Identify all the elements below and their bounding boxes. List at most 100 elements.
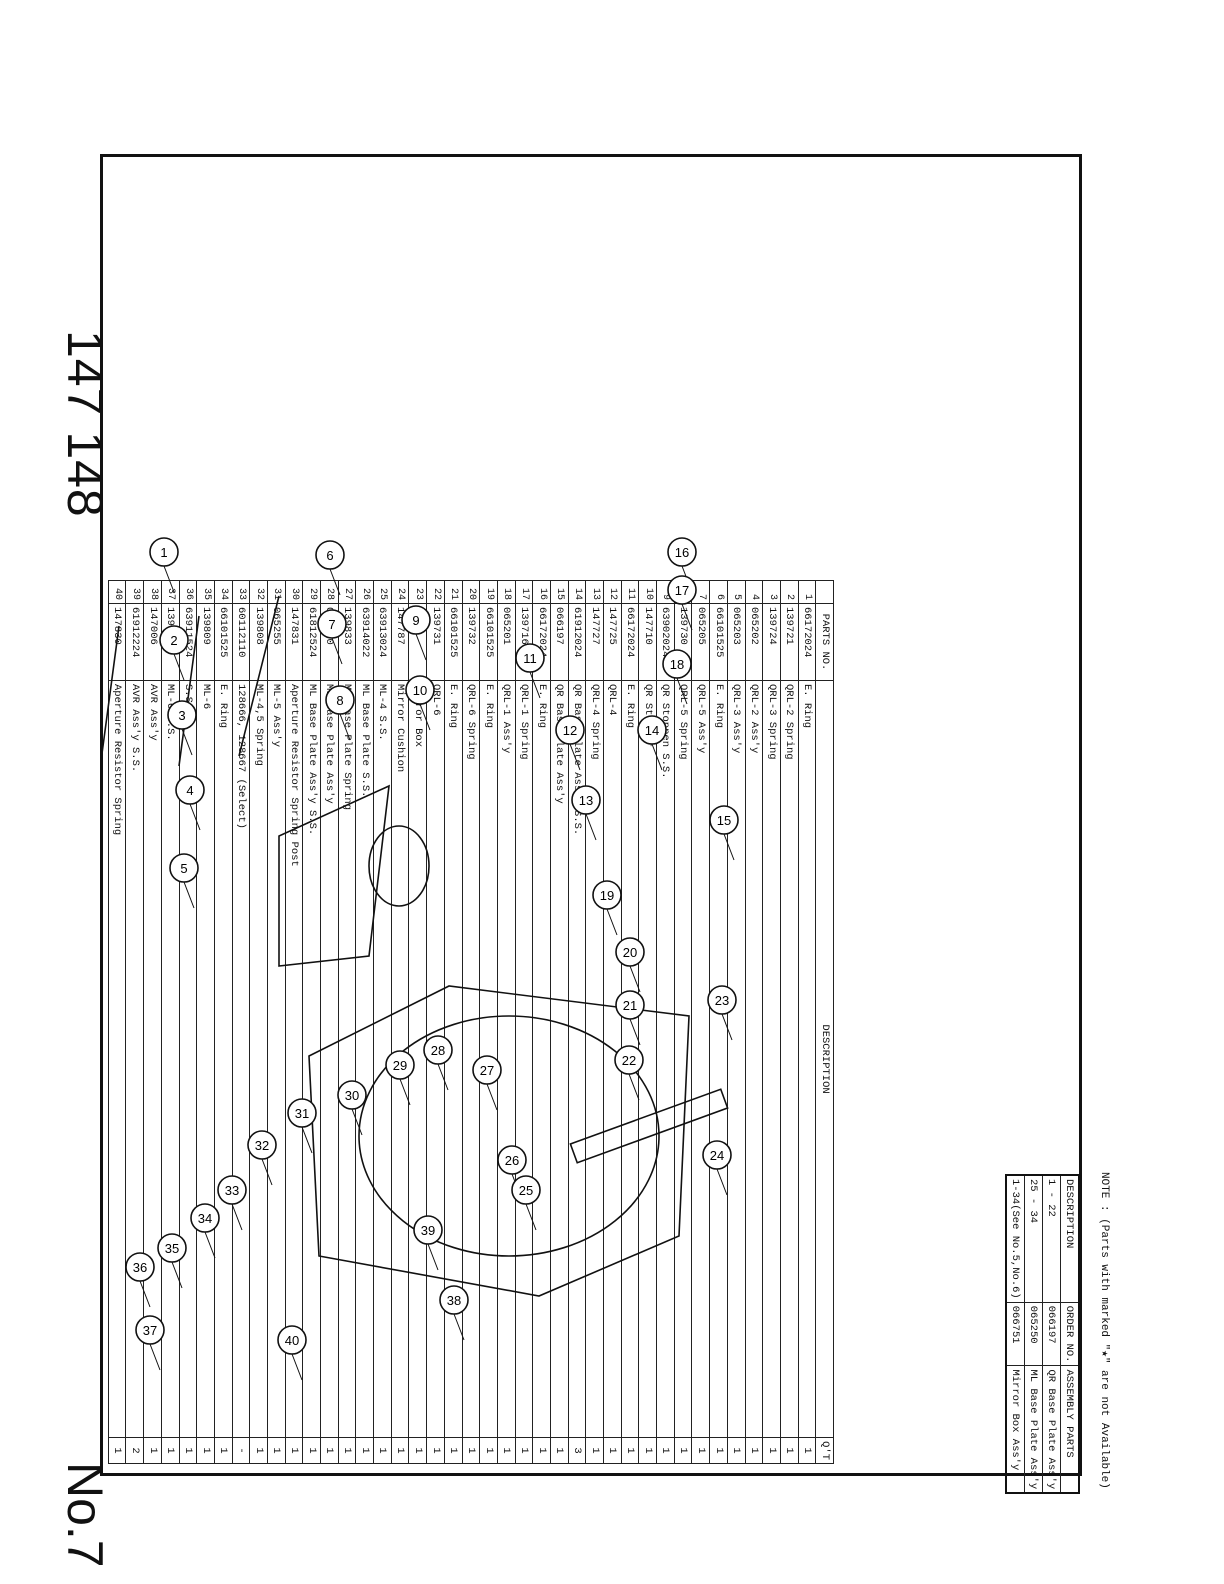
callout-label: 2 bbox=[170, 633, 177, 648]
callout-label: 14 bbox=[645, 723, 659, 738]
leader-line bbox=[681, 603, 693, 631]
callout-label: 1 bbox=[160, 545, 167, 560]
callout-3: 3 bbox=[167, 700, 197, 730]
callout-label: 11 bbox=[523, 651, 537, 666]
leader-line bbox=[716, 1168, 728, 1196]
callout-label: 36 bbox=[133, 1260, 147, 1275]
callout-label: 26 bbox=[505, 1153, 519, 1168]
callout-label: 31 bbox=[295, 1106, 309, 1121]
callout-label: 38 bbox=[447, 1293, 461, 1308]
callout-label: 29 bbox=[393, 1058, 407, 1073]
assembly-order-no: 066197 bbox=[1042, 1302, 1061, 1366]
callout-7: 7 bbox=[317, 609, 347, 639]
callout-35: 35 bbox=[157, 1233, 187, 1263]
leader-line bbox=[676, 677, 688, 705]
leader-line bbox=[171, 1261, 183, 1289]
leader-line bbox=[329, 568, 341, 596]
callout-2: 2 bbox=[159, 625, 189, 655]
leader-line bbox=[585, 813, 597, 841]
leader-line bbox=[525, 1203, 537, 1231]
leader-line bbox=[301, 1126, 313, 1154]
assembly-order-no: 066751 bbox=[1006, 1302, 1025, 1366]
leader-line bbox=[351, 1108, 363, 1136]
leader-line bbox=[529, 671, 541, 699]
callout-label: 40 bbox=[285, 1333, 299, 1348]
exploded-view-drawing: 1234567891011121314151617181920212223242… bbox=[102, 537, 739, 1381]
assembly-range: 1-34(See No.5,No.6) bbox=[1006, 1175, 1025, 1303]
assembly-header-order-no: ORDER NO. bbox=[1060, 1302, 1079, 1366]
leader-line bbox=[399, 1078, 411, 1106]
callout-label: 19 bbox=[600, 888, 614, 903]
callout-38: 38 bbox=[439, 1285, 469, 1315]
callout-9: 9 bbox=[401, 605, 431, 635]
callout-5: 5 bbox=[169, 853, 199, 883]
leader-line bbox=[437, 1063, 449, 1091]
leader-line bbox=[149, 1343, 161, 1371]
callout-label: 33 bbox=[225, 1183, 239, 1198]
mirror-box-outline bbox=[308, 985, 690, 1297]
callout-label: 17 bbox=[675, 583, 689, 598]
callout-17: 17 bbox=[667, 575, 697, 605]
assembly-header-description: DESCRIPTION bbox=[1060, 1175, 1079, 1303]
leader-lines bbox=[139, 565, 735, 1381]
callout-24: 24 bbox=[702, 1140, 732, 1170]
callout-label: 8 bbox=[336, 693, 343, 708]
callout-label: 27 bbox=[480, 1063, 494, 1078]
part-illustrations bbox=[102, 595, 729, 1297]
callout-label: 25 bbox=[519, 1183, 533, 1198]
callout-40: 40 bbox=[277, 1325, 307, 1355]
callout-1: 1 bbox=[149, 537, 179, 567]
callout-34: 34 bbox=[190, 1203, 220, 1233]
assembly-header-assembly: ASSEMBLY PARTS bbox=[1060, 1365, 1079, 1494]
leader-line bbox=[331, 637, 343, 665]
leader-line bbox=[183, 881, 195, 909]
callout-label: 24 bbox=[710, 1148, 724, 1163]
callout-11: 11 bbox=[515, 643, 545, 673]
leader-line bbox=[629, 965, 641, 993]
leader-line bbox=[419, 703, 431, 731]
callout-label: 22 bbox=[622, 1053, 636, 1068]
callout-label: 28 bbox=[431, 1043, 445, 1058]
callout-label: 15 bbox=[717, 813, 731, 828]
callout-label: 10 bbox=[413, 683, 427, 698]
callout-10: 10 bbox=[405, 675, 435, 705]
leader-line bbox=[606, 908, 618, 936]
leader-line bbox=[291, 1353, 303, 1381]
leader-line bbox=[261, 1158, 273, 1186]
callout-label: 32 bbox=[255, 1138, 269, 1153]
mirror-cushion bbox=[569, 1088, 729, 1164]
callout-18: 18 bbox=[662, 649, 692, 679]
qr-base-plate bbox=[278, 784, 390, 967]
leader-line bbox=[415, 633, 427, 661]
callout-label: 20 bbox=[623, 945, 637, 960]
leader-line bbox=[723, 833, 735, 861]
leader-line bbox=[427, 1243, 439, 1271]
callout-33: 33 bbox=[217, 1175, 247, 1205]
callout-label: 3 bbox=[178, 708, 185, 723]
leader-line bbox=[173, 653, 185, 681]
assembly-table: DESCRIPTION ORDER NO. ASSEMBLY PARTS 1 -… bbox=[1005, 1174, 1080, 1495]
leader-line bbox=[486, 1083, 498, 1111]
callout-label: 30 bbox=[345, 1088, 359, 1103]
callout-28: 28 bbox=[423, 1035, 453, 1065]
assembly-range: 1 - 22 bbox=[1042, 1175, 1061, 1303]
callout-31: 31 bbox=[287, 1098, 317, 1128]
callout-12: 12 bbox=[555, 715, 585, 745]
leader-line bbox=[163, 565, 175, 593]
callout-16: 16 bbox=[667, 537, 697, 567]
callout-15: 15 bbox=[709, 805, 739, 835]
callout-27: 27 bbox=[472, 1055, 502, 1085]
callout-25: 25 bbox=[511, 1175, 541, 1205]
callout-label: 13 bbox=[579, 793, 593, 808]
lever-parts bbox=[102, 595, 280, 787]
callout-21: 21 bbox=[615, 990, 645, 1020]
callout-label: 9 bbox=[412, 613, 419, 628]
assembly-range: 25 - 34 bbox=[1024, 1175, 1043, 1303]
leader-line bbox=[569, 743, 581, 771]
callout-8: 8 bbox=[325, 685, 355, 715]
callout-bubbles: 1234567891011121314151617181920212223242… bbox=[125, 537, 739, 1355]
assembly-name: Mirror Box Ass'y bbox=[1006, 1365, 1025, 1494]
